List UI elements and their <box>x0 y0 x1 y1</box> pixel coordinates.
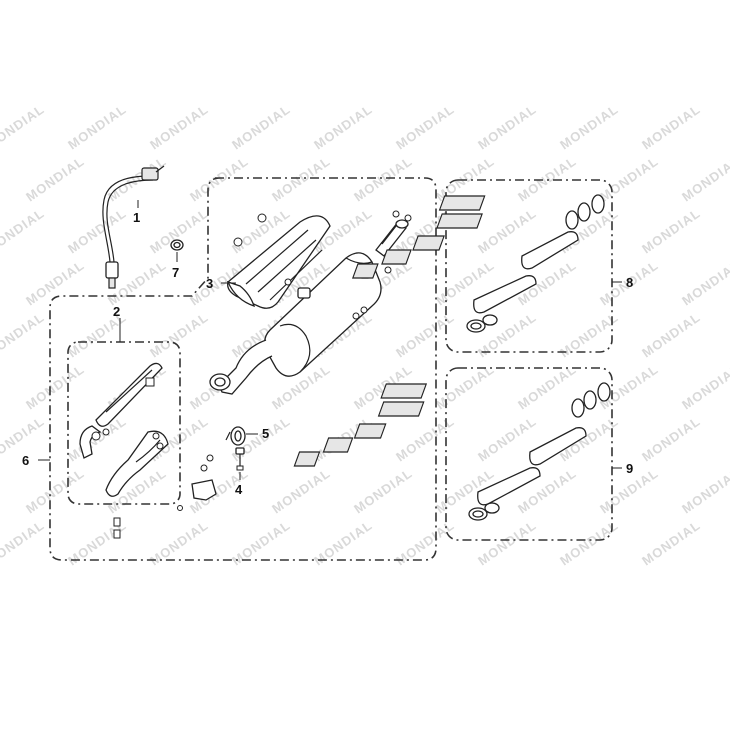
muffler-part <box>209 252 382 395</box>
watermark-text-6: MONDIAL <box>475 101 539 152</box>
watermark-text-9: MONDIAL <box>23 153 87 204</box>
mounting-bracket-part <box>177 454 217 511</box>
watermark-text-27: MONDIAL <box>23 257 87 308</box>
clamp-part <box>225 426 246 446</box>
callout-8: 8 <box>626 275 633 290</box>
watermark-text-35: MONDIAL <box>679 257 730 308</box>
watermark-text-51: MONDIAL <box>515 361 579 412</box>
watermark-text-53: MONDIAL <box>679 361 730 412</box>
watermark-text-80: MONDIAL <box>639 517 703 568</box>
callout-5: 5 <box>262 426 269 441</box>
watermark-text-13: MONDIAL <box>351 153 415 204</box>
watermark-text-15: MONDIAL <box>515 153 579 204</box>
watermark-text-2: MONDIAL <box>147 101 211 152</box>
watermark-text-4: MONDIAL <box>311 101 375 152</box>
watermark-text-44: MONDIAL <box>639 309 703 360</box>
watermark-text-17: MONDIAL <box>679 153 730 204</box>
watermark-text-45: MONDIAL <box>23 361 87 412</box>
callout-7: 7 <box>172 265 179 280</box>
stud-bolts-part <box>113 517 121 539</box>
callout-4: 4 <box>235 482 243 497</box>
watermark-text-41: MONDIAL <box>393 309 457 360</box>
header-pipe-part <box>79 362 163 459</box>
watermark-text-18: MONDIAL <box>0 205 47 256</box>
kit-9-boundary <box>445 367 613 541</box>
watermark-text-1: MONDIAL <box>65 101 129 152</box>
bolt-part <box>235 447 245 471</box>
watermark-text-5: MONDIAL <box>393 101 457 152</box>
watermark-text-50: MONDIAL <box>433 361 497 412</box>
main-assembly-boundary <box>49 177 437 561</box>
watermark-text-8: MONDIAL <box>639 101 703 152</box>
watermark-text-26: MONDIAL <box>639 205 703 256</box>
watermark-text-66: MONDIAL <box>269 465 333 516</box>
gasket-part <box>170 239 184 251</box>
subassembly-2-boundary <box>67 341 181 505</box>
watermark-text-36: MONDIAL <box>0 309 47 360</box>
watermark-text-10: MONDIAL <box>105 153 169 204</box>
heat-shield-part <box>226 213 331 309</box>
watermark-text-16: MONDIAL <box>597 153 661 204</box>
callout-1: 1 <box>133 210 140 225</box>
kit-8-parts <box>351 194 605 333</box>
watermark-text-63: MONDIAL <box>23 465 87 516</box>
callout-2: 2 <box>113 304 120 319</box>
watermark-text-11: MONDIAL <box>187 153 251 204</box>
watermark-text-0: MONDIAL <box>0 101 47 152</box>
lower-pipe-part <box>105 430 169 497</box>
watermark-text-78: MONDIAL <box>475 517 539 568</box>
watermark-text-62: MONDIAL <box>639 413 703 464</box>
watermark-text-59: MONDIAL <box>393 413 457 464</box>
watermark-text-38: MONDIAL <box>147 309 211 360</box>
kit-9-parts <box>293 382 611 521</box>
kit-8-boundary <box>445 179 613 353</box>
watermark-text-72: MONDIAL <box>0 517 47 568</box>
watermark-text-7: MONDIAL <box>557 101 621 152</box>
callout-9: 9 <box>626 461 633 476</box>
callout-6: 6 <box>22 453 29 468</box>
watermark-text-71: MONDIAL <box>679 465 730 516</box>
watermark-text-3: MONDIAL <box>229 101 293 152</box>
watermark-text-12: MONDIAL <box>269 153 333 204</box>
callout-3: 3 <box>206 276 213 291</box>
watermark-text-24: MONDIAL <box>475 205 539 256</box>
tail-pipe-part <box>375 210 412 274</box>
watermark-text-67: MONDIAL <box>351 465 415 516</box>
oxygen-sensor-part <box>102 165 165 289</box>
watermark-text-19: MONDIAL <box>65 205 129 256</box>
